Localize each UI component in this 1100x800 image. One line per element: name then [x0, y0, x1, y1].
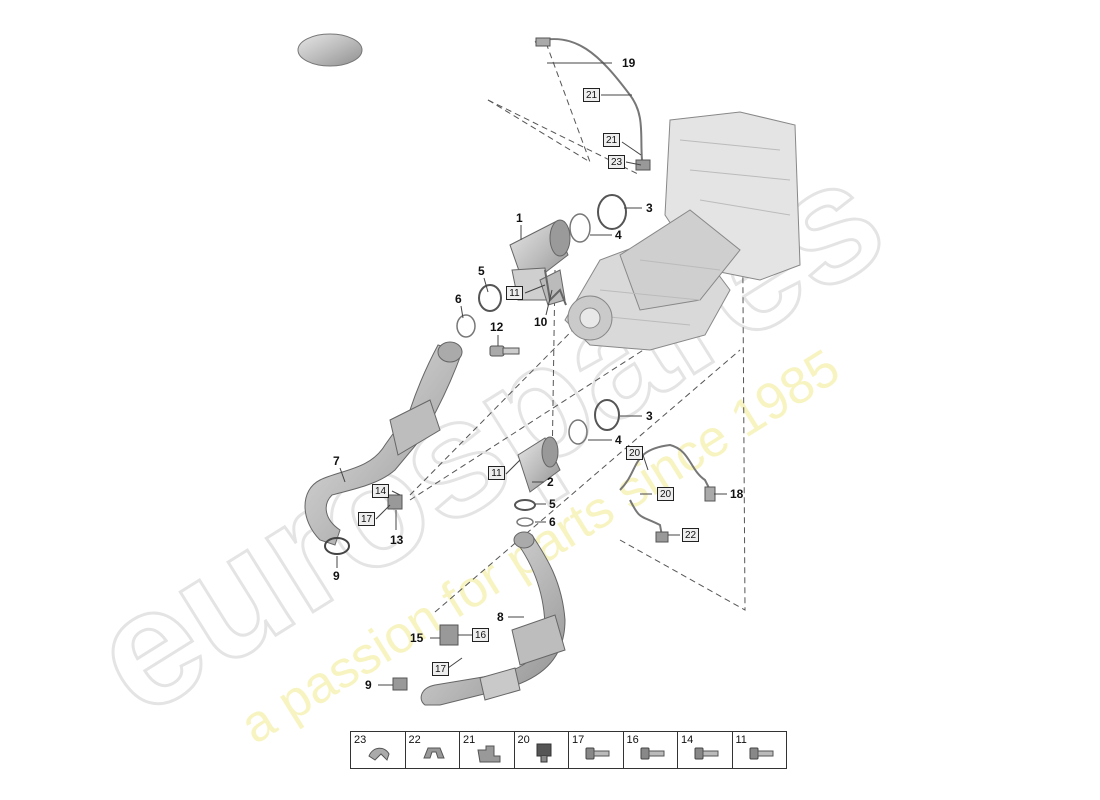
callout-13: 13: [390, 533, 404, 547]
clamp-icon: [420, 742, 450, 769]
bolt-icon: [692, 742, 722, 769]
callout-18: 18: [730, 487, 744, 501]
callout-9-lower: 9: [365, 678, 372, 692]
boxed-callout-17-lower: 17: [432, 662, 449, 676]
oxygen-sensor-upper: [534, 37, 651, 171]
lower-clamps: [514, 399, 620, 527]
callout-9-upper: 9: [333, 569, 340, 583]
callout-5-upper: 5: [478, 264, 485, 278]
legend-number: 20: [517, 734, 530, 746]
boxed-callout-17-upper: 17: [358, 512, 375, 526]
callout-2: 2: [547, 475, 554, 489]
legend-cell: 17: [569, 732, 624, 768]
exhaust-pipe-lower: [420, 531, 566, 706]
legend-number: 21: [463, 734, 476, 746]
callout-10: 10: [534, 315, 548, 329]
fastener-legend: 23 22 21 20 17 16 14 11: [350, 731, 787, 769]
legend-number: 14: [681, 734, 694, 746]
boxed-callout-14: 14: [372, 484, 389, 498]
callout-6-lower: 6: [549, 515, 556, 529]
bracket-10: [544, 269, 567, 306]
upper-clamps: [456, 194, 627, 338]
callout-1: 1: [516, 211, 523, 225]
oxygen-sensor-lower: [619, 443, 716, 543]
legend-cell: 11: [733, 732, 787, 768]
callout-19: 19: [622, 56, 636, 70]
gearbox-housing: [564, 111, 801, 351]
holder-icon: [529, 742, 559, 769]
legend-number: 11: [735, 734, 747, 746]
legend-cell: 23: [351, 732, 406, 768]
callout-6-upper: 6: [455, 292, 462, 306]
legend-cell: 16: [624, 732, 678, 769]
boxed-callout-20-lower: 20: [657, 487, 674, 501]
boxed-callout-23: 23: [608, 155, 625, 169]
boxed-callout-21-lower: 21: [603, 133, 620, 147]
clamp-9-lower: [392, 677, 408, 691]
bolt-12: [489, 345, 520, 357]
legend-cell: 14: [678, 732, 733, 768]
legend-cell: 21: [460, 732, 515, 768]
callout-3-upper: 3: [646, 201, 653, 215]
legend-number: 16: [626, 734, 639, 746]
boxed-callout-11-lower: 11: [488, 466, 505, 480]
callout-7: 7: [333, 454, 340, 468]
boxed-callout-11-upper: 11: [506, 286, 523, 300]
bracket-15: [439, 624, 459, 646]
clip-icon: [365, 742, 395, 769]
bolt-icon: [747, 742, 777, 769]
legend-number: 22: [408, 734, 421, 746]
callout-8: 8: [497, 610, 504, 624]
bracket-13: [387, 494, 403, 510]
callout-3-lower: 3: [646, 409, 653, 423]
boxed-callout-20-upper: 20: [626, 446, 643, 460]
callout-4-lower: 4: [615, 433, 622, 447]
boxed-callout-16: 16: [472, 628, 489, 642]
callout-leaders: [336, 62, 727, 686]
legend-number: 23: [354, 734, 367, 746]
legend-cell: 20: [515, 732, 569, 769]
boxed-callout-21-upper: 21: [583, 88, 600, 102]
clamp-9-upper: [324, 537, 350, 555]
bolt-icon: [638, 742, 668, 769]
boxed-callout-22: 22: [682, 528, 699, 542]
legend-number: 17: [572, 734, 585, 746]
callout-15: 15: [410, 631, 424, 645]
bolt-icon: [583, 742, 613, 769]
bracket-clip-icon: [474, 742, 504, 769]
exhaust-pipe-upper: [304, 341, 463, 546]
catalytic-converter-lower: [517, 436, 561, 493]
callout-5-lower: 5: [549, 497, 556, 511]
legend-cell: 22: [406, 732, 460, 769]
callout-4-upper: 4: [615, 228, 622, 242]
callout-12: 12: [490, 320, 504, 334]
rubber-cap: [297, 33, 363, 67]
